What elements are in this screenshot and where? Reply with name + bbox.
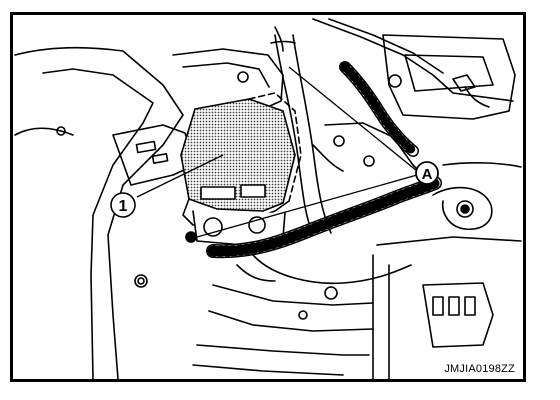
callout-1-label: 1	[119, 198, 128, 215]
engine-bay-drawing: 1 A	[14, 18, 522, 379]
battery-case	[382, 34, 516, 120]
leader-a-1	[288, 66, 418, 172]
hose-upper	[274, 34, 314, 236]
fender-inner	[42, 68, 154, 379]
callout-a: A	[415, 161, 439, 185]
module-bracket-dashed	[248, 92, 302, 202]
callout-a-label: A	[422, 166, 433, 183]
leader-1	[136, 154, 224, 198]
figure-code: JMJIA0198ZZ	[444, 363, 515, 375]
callout-1: 1	[110, 192, 136, 218]
terminal	[452, 74, 476, 92]
lower-bolt	[298, 310, 308, 320]
fender-hole	[56, 126, 66, 136]
module-body	[180, 98, 296, 212]
harness-clip	[185, 231, 197, 243]
figure-frame: 1 A JMJIA0198ZZ	[10, 12, 526, 382]
panel-bolt-left	[134, 274, 148, 288]
fender-outline	[14, 46, 184, 379]
leader-a-2	[196, 174, 418, 238]
bolt-right	[456, 200, 474, 218]
lower-bracket	[422, 282, 494, 348]
